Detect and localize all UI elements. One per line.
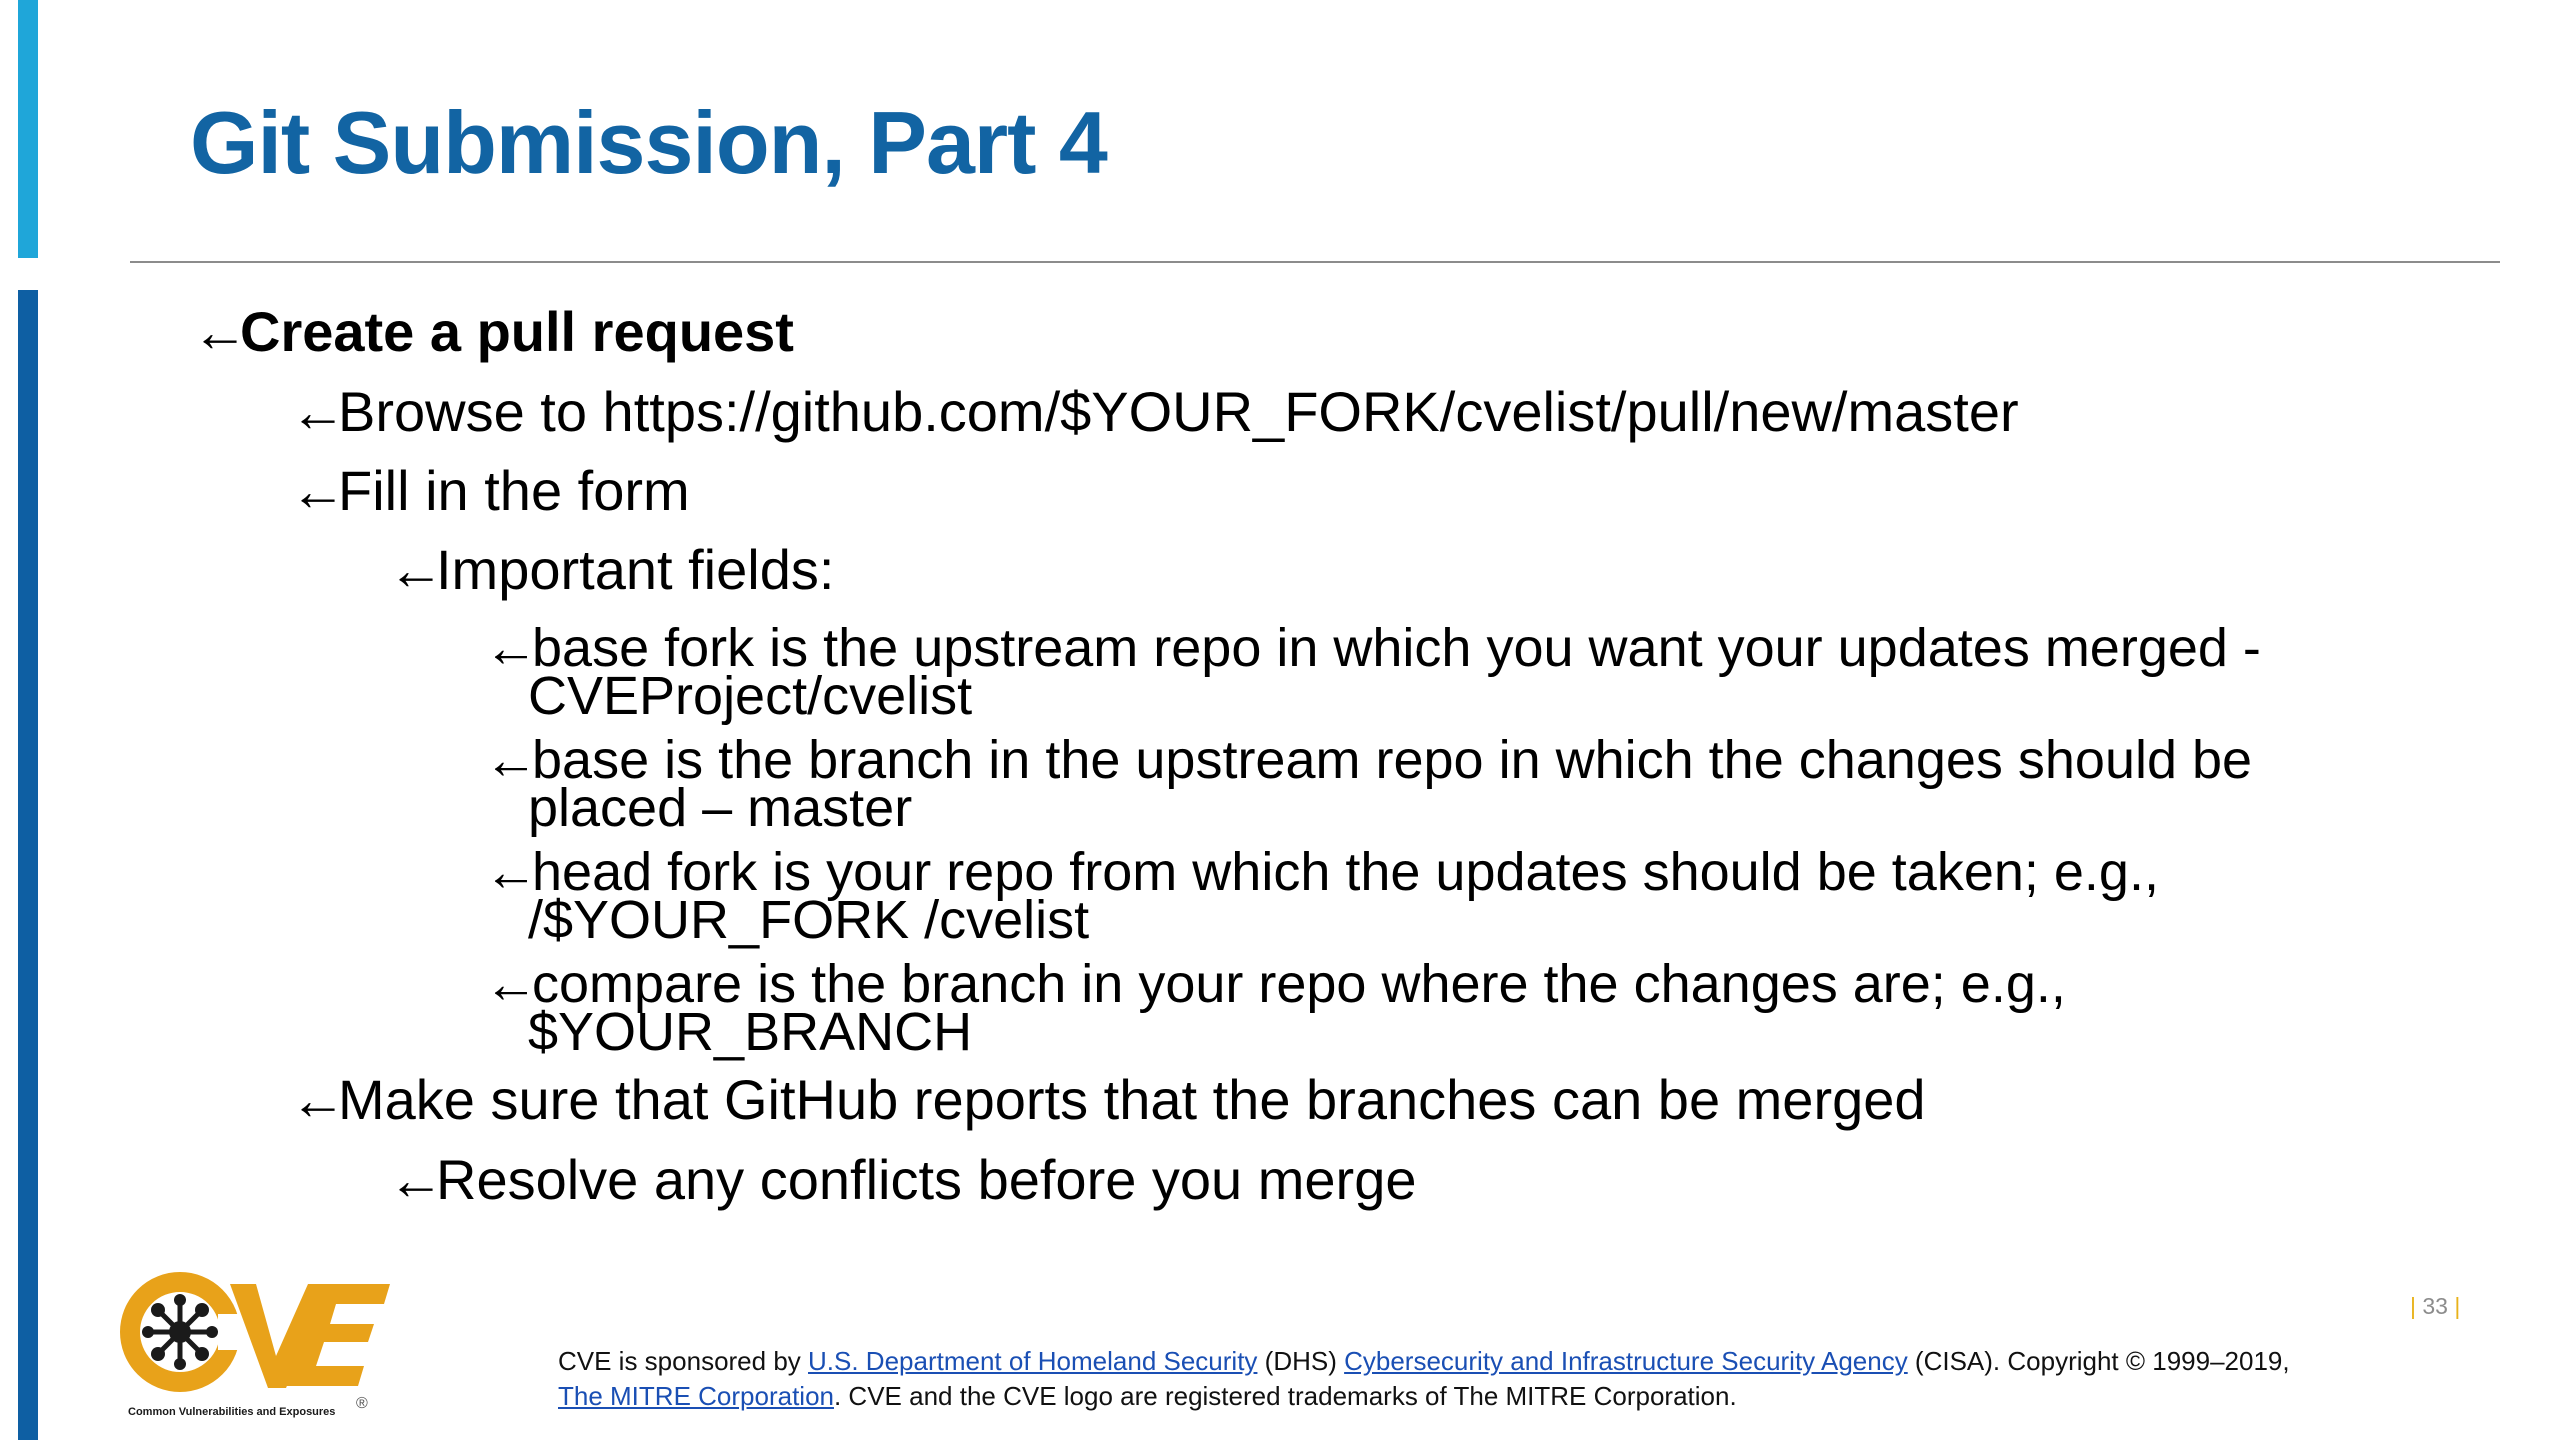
arrow-icon: ← xyxy=(290,1068,346,1131)
footer-text: . CVE and the CVE logo are registered tr… xyxy=(833,1381,1737,1411)
bullet-text: Create a pull request xyxy=(240,300,794,363)
bullet-level4: ←base fork is the upstream repo in which… xyxy=(484,618,2261,726)
bullet-text: base is the branch in the upstream repo … xyxy=(532,730,2253,790)
bullet-level3: ←Important fields: xyxy=(388,538,834,601)
arrow-icon: ← xyxy=(484,842,538,902)
logo-caption: Common Vulnerabilities and Exposures xyxy=(128,1406,336,1418)
bullet-text: Fill in the form xyxy=(338,459,690,522)
arrow-icon: ← xyxy=(388,538,444,601)
arrow-icon: ← xyxy=(484,954,538,1014)
bullet-level1: ←Create a pull request xyxy=(192,300,794,363)
bullet-level4: ←base is the branch in the upstream repo… xyxy=(484,730,2252,838)
accent-bar-top xyxy=(18,0,38,258)
bullet-text-continued: placed – master xyxy=(528,778,913,838)
mitre-link[interactable]: The MITRE Corporation xyxy=(558,1381,834,1411)
bullet-text: Resolve any conflicts before you merge xyxy=(436,1148,1417,1211)
footer-text: CVE is sponsored by xyxy=(558,1346,809,1376)
bullet-text: compare is the branch in your repo where… xyxy=(532,954,2066,1014)
bullet-text-continued: CVEProject/cvelist xyxy=(528,666,973,726)
title-divider xyxy=(130,261,2500,263)
registered-mark: ® xyxy=(356,1395,368,1412)
footer-text: (DHS) xyxy=(1257,1346,1345,1376)
bullet-text: head fork is your repo from which the up… xyxy=(532,842,2159,902)
accent-bar-bottom xyxy=(18,290,38,1440)
bullet-text-continued: /$YOUR_FORK /cvelist xyxy=(528,890,1090,950)
dhs-link[interactable]: U.S. Department of Homeland Security xyxy=(808,1346,1258,1376)
cve-logo: ® xyxy=(120,1272,390,1412)
bullet-level2: ←Make sure that GitHub reports that the … xyxy=(290,1068,1926,1131)
bullet-level4: ←compare is the branch in your repo wher… xyxy=(484,954,2066,1062)
page-number-value: 33 xyxy=(2422,1293,2448,1319)
bullet-level2: ←Browse to https://github.com/$YOUR_FORK… xyxy=(290,380,2019,443)
arrow-icon: ← xyxy=(192,300,248,363)
bullet-level2: ←Fill in the form xyxy=(290,459,690,522)
bullet-level3: ←Resolve any conflicts before you merge xyxy=(388,1148,1417,1211)
bullet-text: Browse to https://github.com/$YOUR_FORK/… xyxy=(338,380,2019,443)
bullet-text-continued: $YOUR_BRANCH xyxy=(528,1002,973,1062)
slide-title: Git Submission, Part 4 xyxy=(190,93,1108,192)
arrow-icon: ← xyxy=(484,618,538,678)
cisa-link[interactable]: Cybersecurity and Infrastructure Securit… xyxy=(1344,1346,1908,1376)
arrow-icon: ← xyxy=(484,730,538,790)
bullet-level4: ←head fork is your repo from which the u… xyxy=(484,842,2159,950)
footer-text: (CISA). Copyright © 1999–2019, xyxy=(1907,1346,2290,1376)
page-number: | 33 | xyxy=(2410,1293,2461,1319)
bullet-text: Make sure that GitHub reports that the b… xyxy=(338,1068,1926,1131)
bullet-text: Important fields: xyxy=(436,538,835,601)
arrow-icon: ← xyxy=(290,459,346,522)
bullet-text: base fork is the upstream repo in which … xyxy=(532,618,2261,678)
arrow-icon: ← xyxy=(388,1148,444,1211)
arrow-icon: ← xyxy=(290,380,346,443)
footer-copyright: CVE is sponsored by U.S. Department of H… xyxy=(558,1344,2478,1414)
